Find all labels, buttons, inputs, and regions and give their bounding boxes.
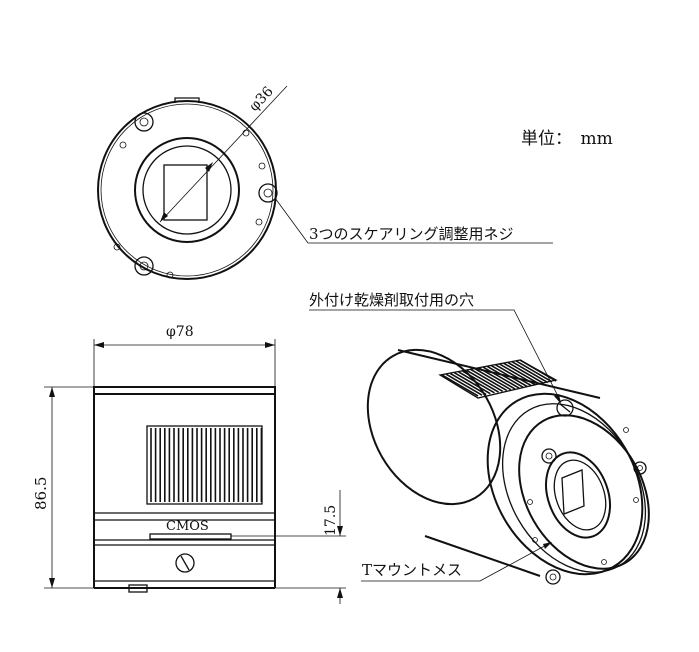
arrow-head (265, 342, 275, 348)
iso-hole (633, 497, 639, 503)
arrow-head (49, 578, 55, 588)
front-screw-bottom-left (134, 256, 154, 276)
iso-fin (494, 364, 532, 387)
front-hole (166, 271, 174, 279)
front-diameter-label: φ36 (246, 84, 277, 115)
front-hole (258, 162, 266, 170)
iso-fin (490, 364, 528, 388)
iso-screw-right (633, 461, 647, 475)
arrow-head (94, 342, 104, 348)
front-aperture-outer (134, 137, 240, 243)
iso-hole (532, 537, 538, 543)
front-screw-top-left (134, 112, 154, 132)
side-view: CMOS φ78 86.5 17.5 (32, 324, 346, 604)
iso-fin (486, 365, 524, 389)
iso-fin (478, 367, 516, 390)
iso-fin (445, 373, 483, 396)
front-outer-ring-inner (100, 103, 274, 277)
iso-fin (470, 368, 508, 392)
iso-hole (623, 427, 629, 433)
iso-fin (453, 371, 491, 395)
iso-fin (449, 372, 487, 396)
front-view: φ36 3つのスケアリング調整用ネジ (97, 84, 553, 280)
iso-fin (462, 370, 499, 393)
iso-aperture-inner (553, 459, 607, 531)
square-screws-label: 3つのスケアリング調整用ネジ (309, 225, 514, 243)
iso-fin (519, 359, 557, 382)
iso-fin (511, 360, 549, 384)
iso-back-rim (366, 348, 502, 506)
front-diameter-leader (159, 85, 288, 223)
arrow-head (205, 162, 213, 172)
side-bottom-tab (128, 584, 148, 593)
square-screws-leader (274, 197, 553, 244)
front-sensor (163, 164, 208, 221)
front-aperture-inner (142, 145, 232, 235)
heatsink-fins (150, 428, 263, 502)
arrow-head (337, 588, 343, 598)
front-hole (119, 141, 127, 149)
iso-fin (515, 360, 553, 383)
iso-hole (601, 559, 607, 565)
iso-hole (527, 499, 533, 505)
height-label: 86.5 (32, 477, 50, 510)
front-hole (255, 218, 263, 226)
t-mount-leader (361, 542, 551, 582)
arrow-head (543, 542, 552, 549)
sensor-offset-label: 17.5 (323, 505, 339, 536)
front-screw-right (258, 183, 278, 203)
iso-aperture-outer (545, 451, 611, 539)
arrow-head (554, 394, 561, 404)
iso-screw-top (556, 399, 574, 417)
iso-fin (507, 361, 545, 385)
arrow-head (337, 526, 343, 536)
iso-view: 外付け乾燥剤取付用の穴 Tマウントメス (309, 291, 650, 585)
iso-heatsink-outline (438, 359, 558, 399)
iso-heatsink-fins (441, 359, 557, 397)
iso-screw-bottom (545, 569, 561, 585)
iso-fin (458, 371, 495, 394)
front-hole (242, 129, 250, 137)
desiccant-label: 外付け乾燥剤取付用の穴 (309, 291, 474, 309)
front-top-nub (174, 97, 200, 103)
iso-fin (482, 366, 520, 389)
iso-fin (441, 374, 479, 397)
arrow-head (160, 212, 168, 222)
front-hole (113, 243, 121, 251)
front-outer-ring (97, 100, 277, 280)
iso-fin (474, 367, 512, 391)
iso-sensor (561, 469, 585, 515)
cmos-label: CMOS (166, 519, 209, 534)
t-mount-label: Tマウントメス (362, 561, 462, 579)
body-diameter-label: φ78 (166, 324, 194, 340)
iso-body-bottom (424, 535, 541, 577)
desiccant-leader (309, 309, 561, 401)
cmos-plane (149, 533, 232, 540)
iso-fin (499, 363, 536, 386)
unit-label: 単位： mm (521, 129, 613, 149)
iso-front-ring-3 (518, 414, 650, 570)
side-screw (175, 553, 195, 573)
iso-fin (503, 362, 540, 385)
arrow-head (49, 387, 55, 397)
side-top-cap (93, 386, 276, 395)
iso-fin (466, 369, 504, 392)
iso-screw-left (541, 448, 557, 464)
